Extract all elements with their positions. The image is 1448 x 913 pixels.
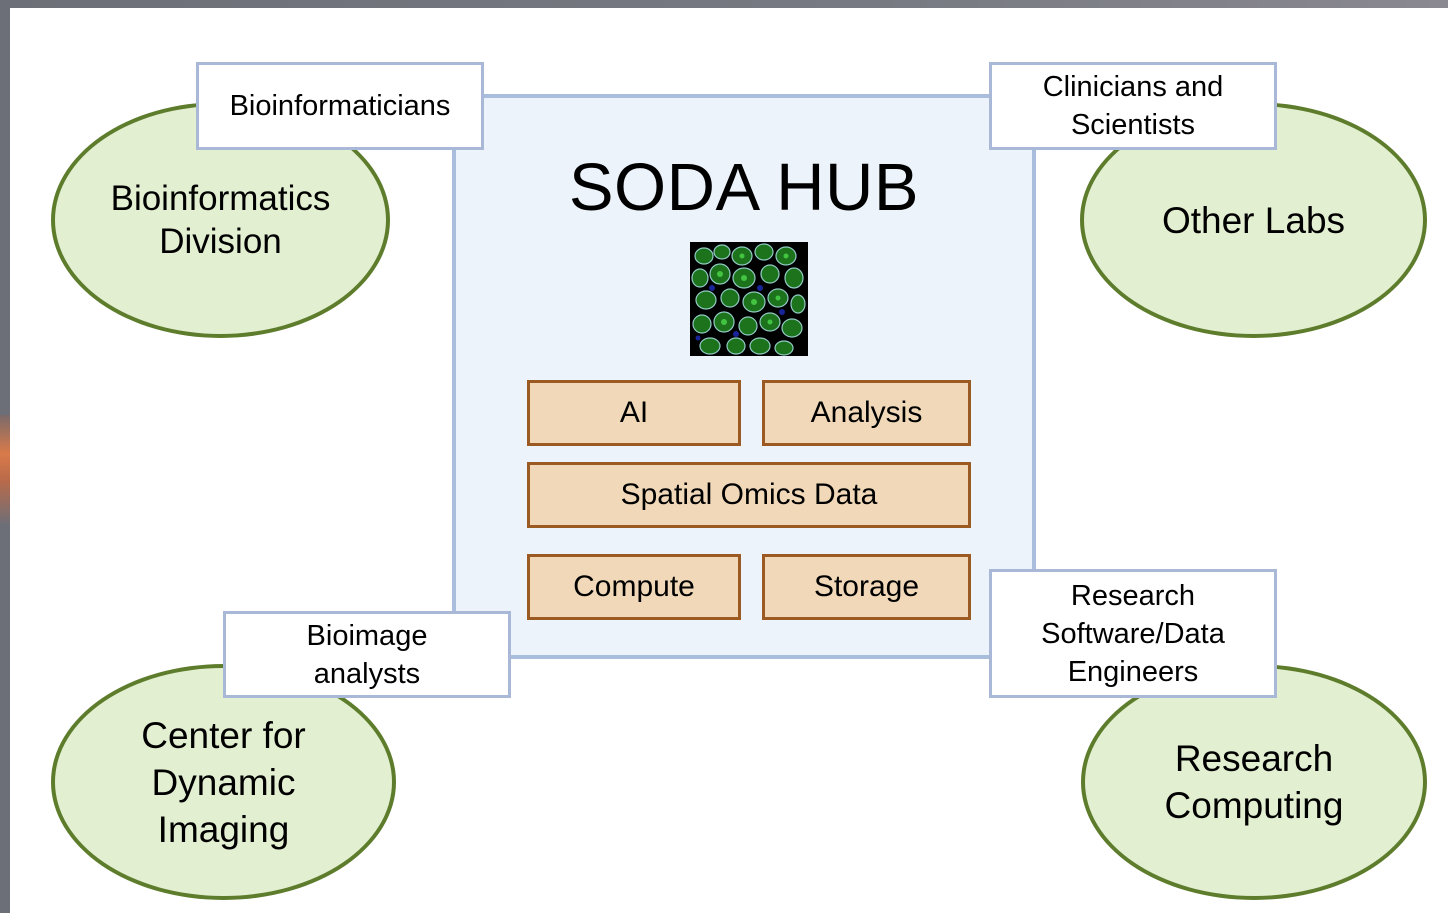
research-computing-label: Research Computing bbox=[1164, 738, 1344, 826]
compute-component: Compute bbox=[527, 554, 741, 620]
analysis-component: Analysis bbox=[762, 380, 971, 446]
bioinformaticians-role-label: Bioinformaticians bbox=[196, 62, 484, 150]
research-engineers-role-label: Research Software/Data Engineers bbox=[989, 569, 1277, 698]
bioimage-analysts-role-text: Bioimage analysts bbox=[306, 619, 428, 690]
research-engineers-role-text: Research Software/Data Engineers bbox=[1041, 579, 1225, 688]
bioinformatics-division-label: Bioinformatics Division bbox=[110, 179, 331, 261]
background-glow bbox=[0, 415, 12, 525]
bioinformaticians-role-text: Bioinformaticians bbox=[229, 90, 451, 122]
ai-component: AI bbox=[527, 380, 741, 446]
bioimage-analysts-role-label: Bioimage analysts bbox=[223, 611, 511, 698]
storage-component: Storage bbox=[762, 554, 971, 620]
dynamic-imaging-node: Center for Dynamic Imaging bbox=[51, 664, 396, 900]
cell-microscopy-graphic bbox=[690, 242, 808, 356]
research-computing-node: Research Computing bbox=[1081, 664, 1427, 900]
hub-title: SODA HUB bbox=[568, 150, 920, 225]
dynamic-imaging-label: Center for Dynamic Imaging bbox=[141, 714, 306, 850]
clinicians-scientists-role-text: Clinicians and Scientists bbox=[1042, 71, 1224, 141]
spatial-omics-data-component: Spatial Omics Data bbox=[527, 462, 971, 528]
cell-microscopy-image bbox=[690, 242, 808, 356]
clinicians-scientists-role-label: Clinicians and Scientists bbox=[989, 62, 1277, 150]
bioinformatics-division-node: Bioinformatics Division bbox=[51, 102, 390, 338]
other-labs-label: Other Labs bbox=[1161, 199, 1346, 241]
